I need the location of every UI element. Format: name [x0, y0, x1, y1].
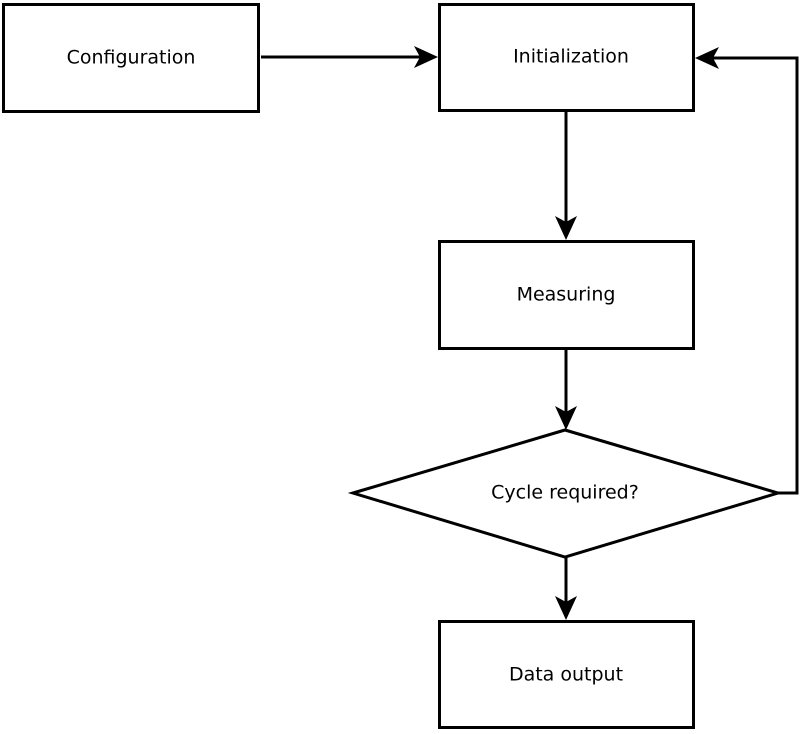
edge-line-cycle-required-to-initialization-feedback — [707, 56, 799, 495]
node-initialization-label: Initialization — [513, 46, 629, 68]
node-measuring-shape[interactable] — [438, 240, 695, 350]
edge-measuring-to-cycle-required — [555, 350, 577, 430]
edge-cycle-required-to-initialization-feedback — [695, 47, 799, 495]
node-data-output[interactable]: Data output — [438, 620, 695, 729]
node-data-output-shape[interactable] — [438, 620, 695, 729]
node-cycle-required-shape[interactable] — [347, 428, 784, 559]
node-measuring-label: Measuring — [517, 284, 616, 306]
arrow-head-down-icon — [555, 216, 577, 240]
node-configuration[interactable]: Configuration — [2, 3, 260, 113]
edge-configuration-to-initialization — [261, 46, 438, 68]
arrow-head-right-icon — [414, 46, 438, 68]
arrow-head-down-icon — [555, 406, 577, 430]
node-data-output-label: Data output — [509, 664, 623, 686]
arrow-head-left-icon — [695, 47, 719, 69]
edge-initialization-to-measuring — [555, 112, 577, 240]
arrow-head-down-icon — [555, 596, 577, 620]
node-measuring[interactable]: Measuring — [438, 240, 695, 350]
node-initialization[interactable]: Initialization — [438, 3, 695, 112]
node-initialization-shape[interactable] — [438, 3, 695, 112]
edge-cycle-required-to-data-output — [555, 557, 577, 620]
node-cycle-required[interactable]: Cycle required? — [347, 428, 784, 559]
node-cycle-required-label: Cycle required? — [491, 482, 639, 504]
node-configuration-shape[interactable] — [2, 3, 260, 113]
node-configuration-label: Configuration — [67, 47, 196, 69]
